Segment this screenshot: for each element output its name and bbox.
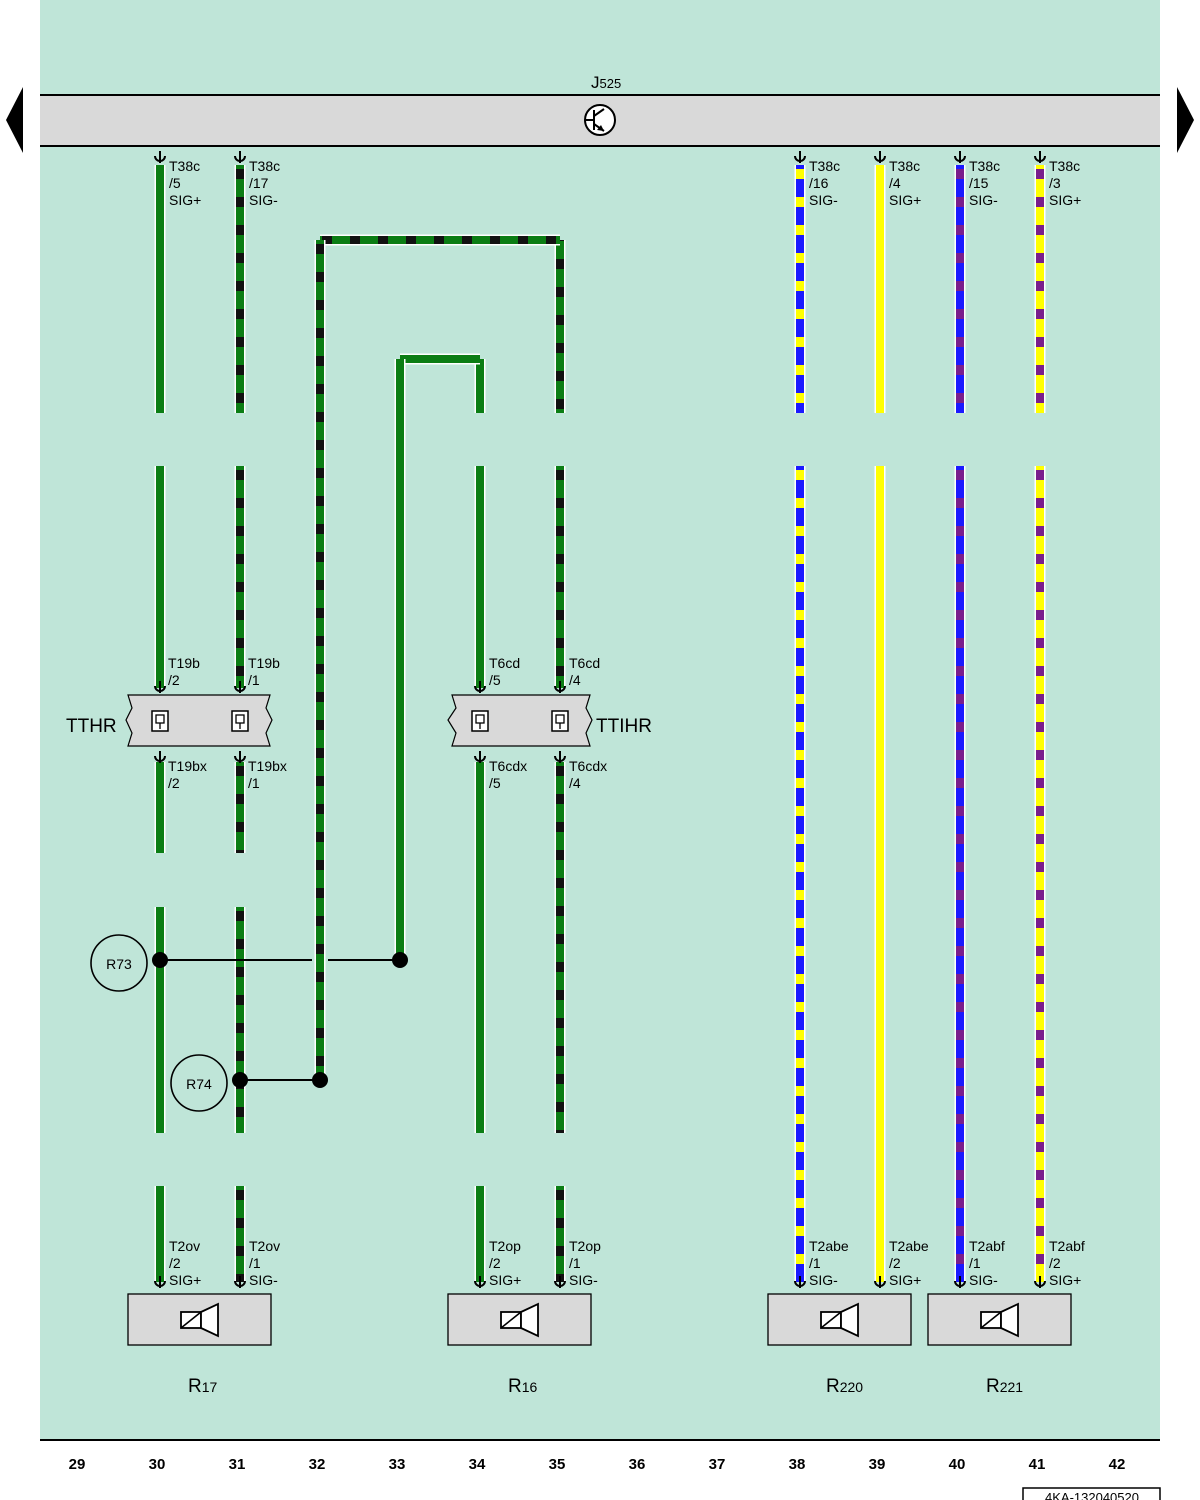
wires-layer — [154, 165, 1046, 1282]
grid-numbers: 29 30 31 32 33 34 35 36 37 38 39 40 41 42 — [69, 1456, 1126, 1473]
splice-r73-label: R73 — [106, 956, 132, 972]
document-id: 4KA-132040520 — [1022, 1487, 1161, 1500]
control-unit-label: J525 — [591, 73, 621, 92]
connector-tthr-label: TTHR — [66, 716, 117, 737]
connector-pin-icon — [551, 710, 569, 732]
grid-number: 32 — [309, 1456, 326, 1473]
connector-ttihr-label: TTIHR — [596, 716, 652, 737]
triangle-left-icon[interactable] — [6, 87, 23, 153]
grid-number: 35 — [549, 1456, 566, 1473]
grid-number: 37 — [709, 1456, 726, 1473]
speaker-r16-label: R16 — [508, 1376, 538, 1397]
pin-label: T6cd/4 — [569, 655, 600, 688]
connector-tthr: TTHR T19b/2 T19b/1 T19bx/2 T19bx/1 — [66, 655, 287, 791]
document-id-label: 4KA-132040520 — [1045, 1490, 1139, 1500]
connector-pin-icon — [151, 710, 169, 732]
connector-pin-icon — [471, 710, 489, 732]
speaker-icon — [500, 1302, 539, 1338]
grid-number: 41 — [1029, 1456, 1046, 1473]
grid-number: 38 — [789, 1456, 806, 1473]
pin-label: T19b/2 — [168, 655, 200, 688]
speaker-r221-label: R221 — [986, 1376, 1023, 1397]
speaker-r17-label: R17 — [188, 1376, 218, 1397]
transistor-icon — [584, 104, 616, 136]
pin-label: T19b/1 — [248, 655, 280, 688]
grid-number: 36 — [629, 1456, 646, 1473]
pin-label: T6cd/5 — [489, 655, 520, 688]
grid-number: 29 — [69, 1456, 86, 1473]
speaker-r220: R220 — [767, 1293, 912, 1397]
splice-r74-label: R74 — [186, 1076, 212, 1092]
connector-pin-icon — [231, 710, 249, 732]
speaker-icon — [820, 1302, 859, 1338]
speaker-r221: R221 — [927, 1293, 1072, 1397]
grid-number: 40 — [949, 1456, 966, 1473]
grid-number: 33 — [389, 1456, 406, 1473]
speaker-icon — [180, 1302, 219, 1338]
pin-label: T19bx/2 — [168, 758, 207, 791]
triangle-right-icon[interactable] — [1177, 87, 1194, 153]
grid-number: 34 — [469, 1456, 486, 1473]
grid-number: 31 — [229, 1456, 246, 1473]
grid-number: 30 — [149, 1456, 166, 1473]
speaker-r220-label: R220 — [826, 1376, 863, 1397]
connector-ttihr: TTIHR T6cd/5 T6cd/4 T6cdx/5 T6cdx/4 — [447, 655, 652, 791]
pin-label: T6cdx/4 — [569, 758, 607, 791]
grid-number: 42 — [1109, 1456, 1126, 1473]
speaker-r17: R17 — [127, 1293, 272, 1397]
splice-r73: R73 — [90, 934, 408, 992]
speaker-r16: R16 — [447, 1293, 592, 1397]
speaker-icon — [980, 1302, 1019, 1338]
grid-number: 39 — [869, 1456, 886, 1473]
splice-r74: R74 — [170, 1054, 328, 1112]
pin-label: T6cdx/5 — [489, 758, 527, 791]
pin-label: T19bx/1 — [248, 758, 287, 791]
